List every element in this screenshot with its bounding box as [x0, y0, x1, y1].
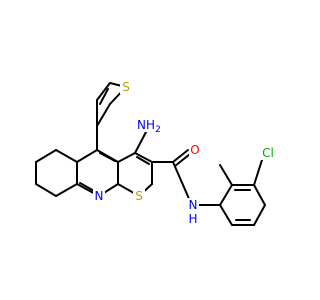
bond-13 [117, 152, 136, 163]
bond-3 [55, 183, 78, 197]
label-mask-cl [260, 146, 278, 160]
label-mask-s2 [133, 189, 145, 203]
bond-14 [134, 152, 153, 163]
amino-nh-label: NH [137, 118, 155, 132]
bond-30 [172, 161, 191, 202]
amino-subscript-2: 2 [155, 125, 161, 135]
bond-layer [35, 82, 266, 226]
thienopyridine-sulfur-label: S [135, 189, 143, 203]
bond-32 [219, 184, 233, 206]
bond-35 [253, 204, 266, 226]
label-mask-n-ring [93, 189, 105, 203]
amide-nitrogen-label: N [189, 198, 198, 212]
bond-40 [219, 164, 233, 186]
bond-21 [96, 103, 111, 127]
amide-hydrogen-label: H [188, 212, 197, 226]
label-mask-s1 [120, 80, 132, 94]
molecule-structure: S S NH 2 O N N H Cl [35, 80, 278, 226]
bond-18 [136, 156, 150, 165]
bond-41 [253, 159, 263, 186]
bond-26 [99, 88, 109, 105]
thiophene-sulfur-label: S [122, 80, 130, 94]
label-mask-nh2 [139, 118, 159, 132]
bond-2 [35, 183, 57, 197]
pyridine-nitrogen-label: N [95, 189, 104, 203]
bond-37 [219, 204, 233, 226]
bond-6 [76, 149, 98, 163]
label-mask-nh-amide [187, 198, 199, 226]
bond-5 [55, 149, 78, 163]
chlorine-label: Cl [262, 146, 274, 160]
bond-0 [35, 149, 57, 163]
bond-34 [253, 184, 266, 206]
atom-label-layer: S S NH 2 O N N H Cl [93, 80, 278, 226]
structure-canvas: S S NH 2 O N N H Cl [35, 80, 278, 226]
label-mask-o [189, 143, 201, 157]
bond-28 [172, 149, 189, 163]
bond-12 [99, 152, 116, 162]
bond-24 [96, 82, 111, 101]
bond-19 [134, 131, 147, 154]
carbonyl-oxygen-label: O [190, 143, 199, 157]
bond-29 [174, 153, 191, 167]
